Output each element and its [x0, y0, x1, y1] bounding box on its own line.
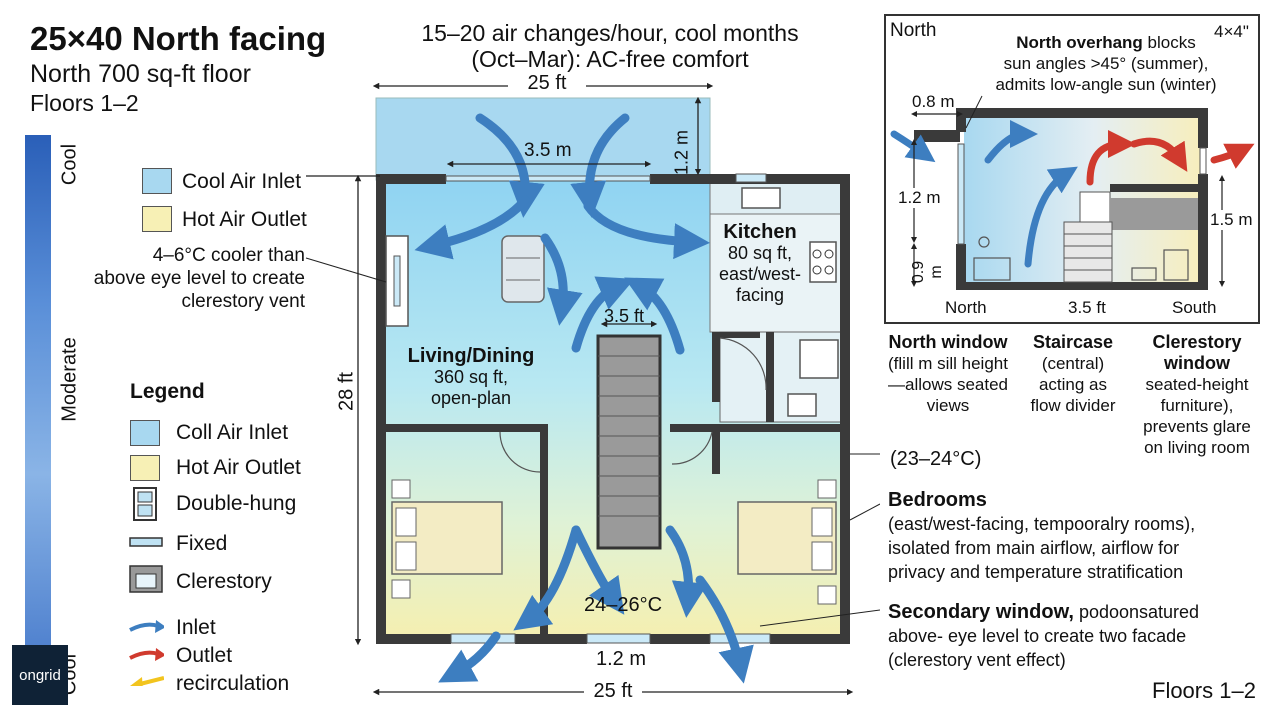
ongrid-logo: ongrid [12, 645, 68, 705]
interior-walls [386, 332, 840, 634]
sink-icon [741, 187, 781, 209]
clerestory-note: Clerestory window seated-height furnitur… [1143, 332, 1251, 457]
staircase [596, 334, 662, 550]
section-bottom-north: North [945, 298, 987, 317]
legend-item-inlet: Inlet [176, 616, 216, 639]
south-window-3 [709, 633, 771, 644]
outlet-arrow-icon [129, 648, 164, 661]
section-dim-overhang: 0.8 m [912, 92, 955, 111]
living-label: Living/Dining 360 sq ft, open-plan [407, 345, 535, 409]
legend-item-fixed: Fixed [176, 532, 228, 555]
section-dim-window: 1.2 m [898, 188, 941, 208]
legend-item-cool-inlet: Coll Air Inlet [176, 421, 289, 444]
inlet-arrow-icon [129, 620, 164, 633]
stove-icon [809, 241, 837, 283]
porch-cool-zone [375, 97, 711, 181]
north-window-note: North window (flill m sill height —allow… [887, 332, 1008, 415]
scale-moderate: Moderate [58, 337, 81, 422]
section-dim-sill: 0.9 m [910, 260, 945, 284]
temp-mid: (23–24°C) [890, 448, 982, 470]
north-window [445, 175, 651, 182]
staircase-note: Staircase (central) acting as flow divid… [1030, 332, 1116, 415]
bed-east-icon [737, 479, 837, 605]
cool-inlet-swatch [142, 168, 172, 194]
secondary-window-note: Secondary window, podoonsatured above- e… [888, 601, 1200, 670]
south-window-2 [586, 633, 651, 644]
clerestory-icon [129, 565, 163, 593]
section-bottom-south: South [1172, 298, 1217, 317]
section-airflow [890, 120, 1255, 268]
section-clerestory-window [1199, 147, 1207, 175]
recirculation-arrow-icon [130, 676, 164, 686]
legend-item-outlet: Outlet [176, 644, 233, 667]
section-north-corner: North [890, 20, 937, 41]
sofa-icon [501, 235, 545, 303]
dim-porch-depth: 1.2 m [671, 129, 692, 176]
legend-hot-swatch [130, 455, 160, 481]
temperature-scale-bar [25, 135, 51, 700]
footer-floors: Floors 1–2 [1152, 678, 1256, 703]
cooler-note: 4–6°C cooler than above eye level to cre… [93, 245, 305, 312]
section-north-window [957, 143, 965, 245]
dim-top-width: 25 ft [508, 72, 586, 95]
hot-outlet-swatch [142, 206, 172, 232]
legend-item-hot-outlet: Hot Air Outlet [176, 456, 301, 479]
legend-icons [129, 487, 164, 686]
kitchen-label: Kitchen 80 sq ft, east/west- facing [718, 221, 802, 306]
page-subtitle: North 700 sq-ft floor [30, 60, 251, 88]
legend-item-clerestory: Clerestory [176, 570, 272, 593]
scale-cool-top: Cool [58, 143, 81, 186]
south-window-1 [450, 633, 516, 644]
double-hung-icon [133, 487, 157, 521]
overhang-note: North overhang blocks sun angles >45° (s… [995, 33, 1217, 94]
dim-stair-width: 3.5 ft [604, 306, 645, 326]
stair-treads [598, 355, 660, 517]
section-stairs [1063, 221, 1113, 283]
bedrooms-note: Bedrooms (east/west-facing, tempooralry … [888, 489, 1196, 582]
section-bottom-stair: 3.5 ft [1068, 298, 1106, 317]
floors-subtitle: Floors 1–2 [30, 90, 139, 116]
dim-plan-height: 28 ft [335, 372, 358, 411]
floor-plan [305, 82, 880, 696]
section-dim-right: 1.5 m [1210, 210, 1253, 230]
legend-item-double-hung: Double-hung [176, 492, 297, 515]
section-diagram [884, 14, 1260, 324]
hot-outlet-label: Hot Air Outlet [182, 208, 307, 231]
section-walls [914, 108, 1208, 290]
airflow-arrows [414, 113, 754, 684]
legend-title: Legend [130, 380, 205, 403]
page-title: 25×40 North facing [30, 20, 327, 57]
cool-inlet-label: Cool Air Inlet [182, 170, 302, 193]
dim-bottom-window: 1.2 m [596, 648, 647, 670]
fixed-window-icon [129, 537, 163, 547]
section-chairs [973, 236, 1189, 281]
temp-bottom: 24–26°C [584, 594, 663, 616]
dim-inlet-width: 3.5 m [524, 140, 572, 161]
section-scale: 4×4" [1214, 22, 1249, 41]
legend-item-recirculation: recirculation [176, 672, 290, 695]
dim-bottom-width: 25 ft [584, 680, 642, 703]
legend-cool-swatch [130, 420, 160, 446]
bed-west-icon [391, 479, 503, 599]
air-change-note: 15–20 air changes/hour, cool months (Oct… [421, 20, 799, 72]
